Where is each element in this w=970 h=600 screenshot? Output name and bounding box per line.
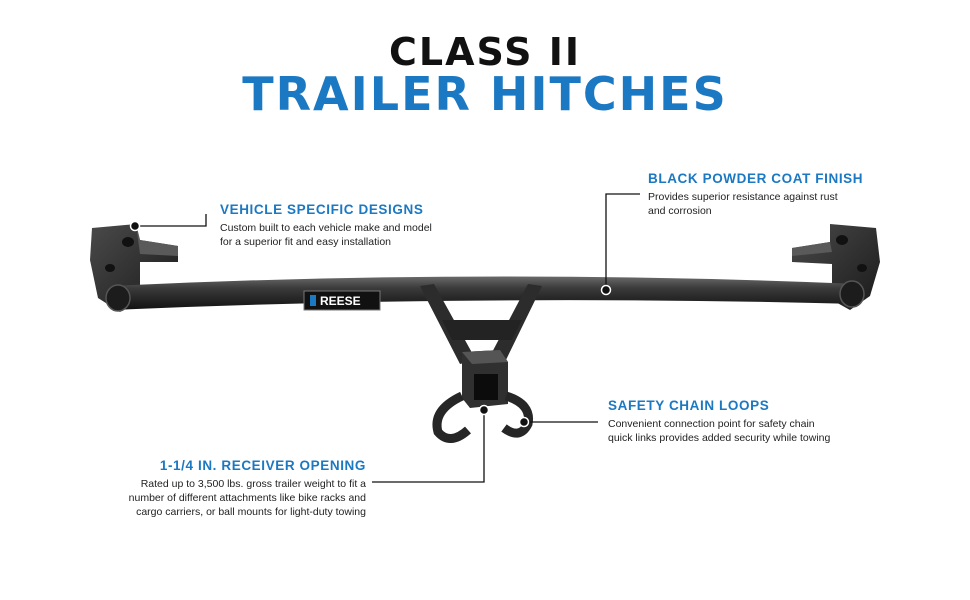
callout-dots xyxy=(129,220,612,428)
leader-vehicle-specific xyxy=(135,214,207,227)
callout-vehicle-specific: VEHICLE SPECIFIC DESIGNS Custom built to… xyxy=(220,202,432,249)
title-class: CLASS II xyxy=(388,30,582,74)
title-trailer-hitches: TRAILER HITCHES xyxy=(242,67,728,121)
reese-badge: REESE xyxy=(303,290,381,311)
center-support-brackets xyxy=(420,284,542,364)
cross-tube xyxy=(105,276,865,312)
callout-text-line: quick links provides added security whil… xyxy=(608,432,831,444)
dot-powder-coat xyxy=(600,284,612,296)
callout-safety-chain: SAFETY CHAIN LOOPS Convenient connection… xyxy=(608,398,830,445)
dot-safety-chain xyxy=(518,416,530,428)
leader-lines xyxy=(135,193,640,483)
dot-vehicle-specific xyxy=(129,220,141,232)
callout-text-line: for a superior fit and easy installation xyxy=(220,236,392,248)
callout-heading: SAFETY CHAIN LOOPS xyxy=(608,398,770,413)
callout-text-line: Provides superior resistance against rus… xyxy=(648,191,838,203)
callout-heading: BLACK POWDER COAT FINISH xyxy=(648,171,864,186)
callout-text-line: cargo carriers, or ball mounts for light… xyxy=(136,506,366,518)
leader-powder-coat xyxy=(605,193,640,290)
callout-text-line: Rated up to 3,500 lbs. gross trailer wei… xyxy=(140,478,366,490)
callout-heading: VEHICLE SPECIFIC DESIGNS xyxy=(220,202,424,217)
callout-text-line: Convenient connection point for safety c… xyxy=(608,418,815,430)
brand-label: REESE xyxy=(320,294,361,308)
callout-receiver-opening: 1-1/4 IN. RECEIVER OPENING Rated up to 3… xyxy=(66,458,366,519)
dot-receiver-opening xyxy=(478,404,490,416)
callout-powder-coat: BLACK POWDER COAT FINISH Provides superi… xyxy=(648,171,863,218)
callout-text-line: Custom built to each vehicle make and mo… xyxy=(220,222,432,234)
callout-text-line: and corrosion xyxy=(648,205,712,217)
leader-receiver-opening xyxy=(372,410,485,483)
receiver-box xyxy=(462,350,508,408)
callout-text-line: number of different attachments like bik… xyxy=(128,492,366,504)
callout-heading: 1-1/4 IN. RECEIVER OPENING xyxy=(159,458,366,473)
